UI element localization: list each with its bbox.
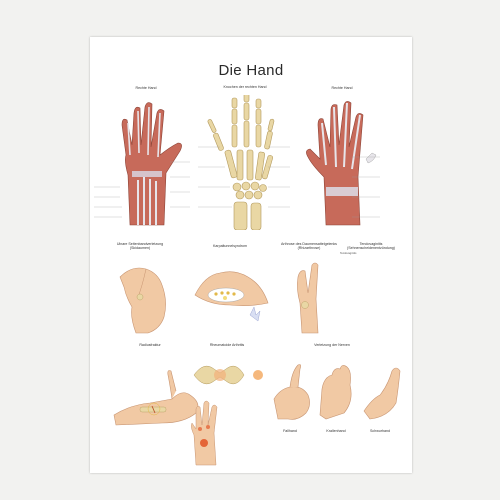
panel-title-right-hand-back: Rechte Hand <box>331 86 353 90</box>
hand-front-muscle-illustration <box>121 102 182 226</box>
panel-title-rheumatoid-arthritis: Rheumatoide Arthritis <box>209 343 245 347</box>
panel-title-nerve-injury: Verletzung der Nerven <box>314 343 350 347</box>
caption-claw-hand: Krallenhand <box>326 429 346 433</box>
hand-bones-illustration <box>207 95 275 230</box>
panel-title-tendovaginitis: Tendovaginitis <box>359 242 383 246</box>
anatomy-poster: Die Hand Rechte Hand Knochen der rechten… <box>90 37 412 473</box>
tendovaginitis-description: Tendovaginitis <box>340 252 357 255</box>
radius-fracture-illustration <box>113 370 199 426</box>
panel-title-radius-fracture: Radiusfraktur <box>139 343 161 347</box>
rheumatoid-hand-xray <box>191 400 218 466</box>
poster-title: Die Hand <box>218 62 284 79</box>
caption-benediction-hand: Schwurhand <box>370 429 390 433</box>
panel-subtitle-rhizarthrosis: (Rhizarthrose) <box>297 246 321 250</box>
drop-hand-illustration <box>273 364 310 420</box>
panel-subtitle-tendovaginitis: (Sehnenscheidenentzündung) <box>347 246 395 250</box>
label-leader-lines <box>94 146 380 218</box>
panel-subtitle-ulnar-ligament: (Skidaumen) <box>129 246 151 250</box>
rhizarthrosis-illustration <box>297 262 319 334</box>
skier-thumb-illustration <box>119 267 166 334</box>
caption-drop-hand: Fallhand <box>283 429 297 433</box>
panel-title-carpal-tunnel: Karpaltunnelsyndrom <box>213 244 247 248</box>
panel-title-ulnar-ligament: Ulnare Seitenbandverletzung <box>116 242 164 246</box>
panel-title-rhizarthrosis: Arthrose des Daumensattelgelenks <box>281 242 337 246</box>
panel-title-hand-bones: Knochen der rechten Hand <box>223 85 267 89</box>
rheumatoid-joint-illustration <box>193 365 263 385</box>
carpal-tunnel-illustration <box>194 271 269 322</box>
benediction-hand-illustration <box>363 367 401 420</box>
hand-back-muscle-illustration <box>306 101 377 226</box>
claw-hand-illustration <box>319 365 352 420</box>
panel-title-right-hand-front: Rechte Hand <box>135 86 157 90</box>
